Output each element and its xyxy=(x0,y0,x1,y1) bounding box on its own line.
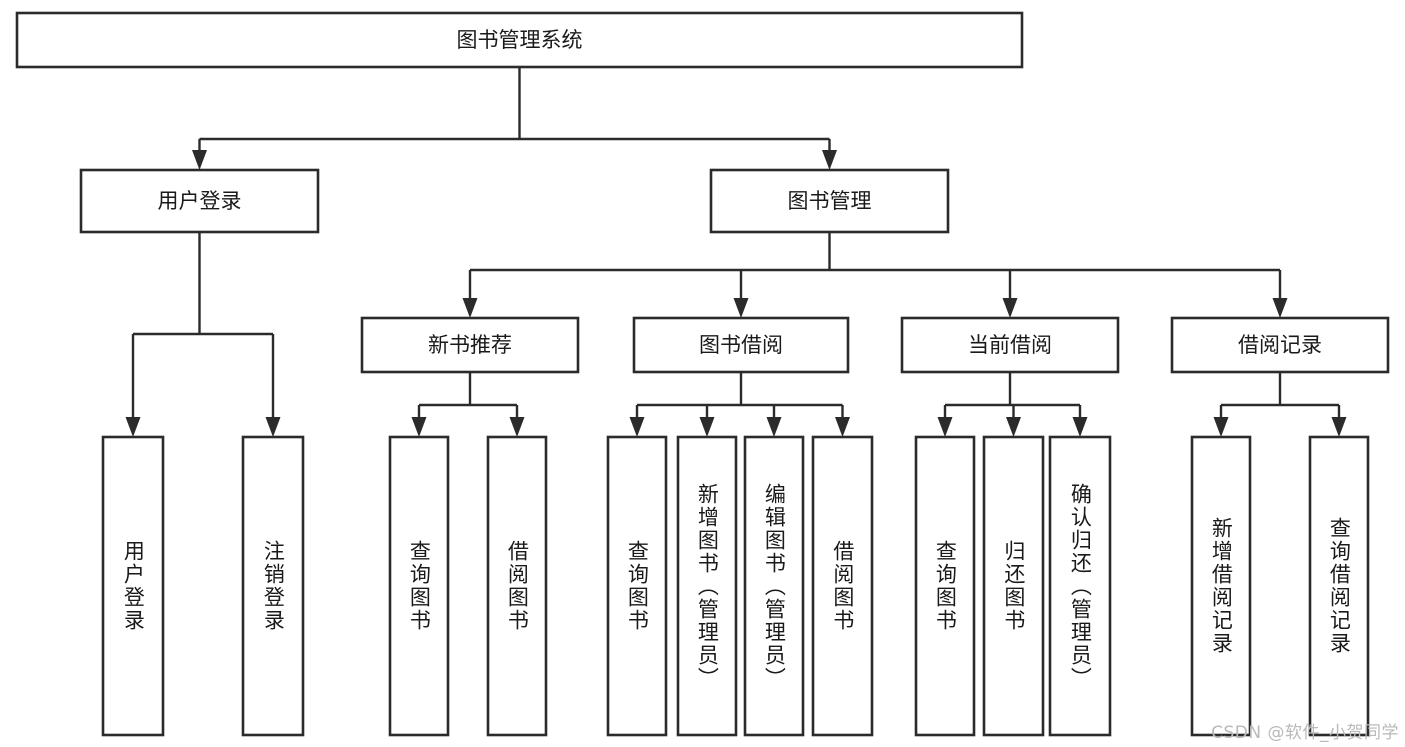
leaf-box-leaf-query-book-3[interactable] xyxy=(914,435,976,737)
node-leaf-logout[interactable] xyxy=(241,435,305,737)
arrow-head-icon xyxy=(766,417,782,437)
level2-box-user-login[interactable] xyxy=(79,168,320,234)
leaf-box-leaf-add-record[interactable] xyxy=(1190,435,1252,737)
arrow-head-icon xyxy=(699,417,715,437)
level3-label-book-borrow: 图书借阅 xyxy=(699,333,783,357)
arrow-head-icon xyxy=(192,150,207,170)
arrow-head-icon xyxy=(411,417,427,437)
arrow-head-icon xyxy=(937,417,953,437)
leaf-box-leaf-query-record[interactable] xyxy=(1308,435,1370,737)
root-box-root[interactable] xyxy=(15,11,1024,69)
arrow-head-icon xyxy=(462,298,478,318)
arrow-head-icon xyxy=(629,417,645,437)
leaf-box-leaf-edit-book[interactable] xyxy=(743,435,805,737)
node-current-borrow[interactable]: 当前借阅 xyxy=(900,316,1120,374)
node-leaf-return-book[interactable] xyxy=(982,435,1045,737)
arrow-head-icon xyxy=(1213,417,1229,437)
level3-box-current-borrow[interactable] xyxy=(900,316,1120,374)
leaf-box-leaf-add-book[interactable] xyxy=(676,435,738,737)
level2-label-user-login: 用户登录 xyxy=(158,189,242,213)
node-leaf-query-book-2[interactable] xyxy=(606,435,668,737)
arrow-head-icon xyxy=(1072,417,1088,437)
leaf-box-leaf-query-book-1[interactable] xyxy=(388,435,450,737)
node-root[interactable]: 图书管理系统 xyxy=(15,11,1024,69)
level3-label-new-book-rec: 新书推荐 xyxy=(428,333,512,357)
arrow-head-icon xyxy=(1331,417,1347,437)
level3-box-book-borrow[interactable] xyxy=(632,316,850,374)
node-leaf-edit-book[interactable] xyxy=(743,435,805,737)
node-leaf-add-book[interactable] xyxy=(676,435,738,737)
node-leaf-borrow-book-2[interactable] xyxy=(811,435,874,737)
leaf-box-leaf-borrow-book-2[interactable] xyxy=(811,435,874,737)
node-leaf-query-record[interactable] xyxy=(1308,435,1370,737)
leaf-box-leaf-query-book-2[interactable] xyxy=(606,435,668,737)
level3-box-borrow-record[interactable] xyxy=(1170,316,1390,374)
level3-box-new-book-rec[interactable] xyxy=(360,316,580,374)
node-book-manage[interactable]: 图书管理 xyxy=(709,168,950,234)
leaf-box-leaf-user-login[interactable] xyxy=(101,435,165,737)
watermark-text: CSDN @软件_小贺同学 xyxy=(1211,723,1399,743)
node-book-borrow[interactable]: 图书借阅 xyxy=(632,316,850,374)
arrow-head-icon xyxy=(125,417,141,437)
arrow-head-icon xyxy=(835,417,850,437)
node-leaf-borrow-book-1[interactable] xyxy=(486,435,548,737)
arrow-head-icon xyxy=(265,417,281,437)
leaf-box-leaf-return-book[interactable] xyxy=(982,435,1045,737)
arrow-head-icon xyxy=(1002,298,1018,318)
connectors-layer xyxy=(125,67,1347,437)
node-borrow-record[interactable]: 借阅记录 xyxy=(1170,316,1390,374)
node-leaf-query-book-1[interactable] xyxy=(388,435,450,737)
leaf-box-leaf-confirm-return[interactable] xyxy=(1048,435,1112,737)
level3-label-current-borrow: 当前借阅 xyxy=(968,333,1052,357)
root-label-root: 图书管理系统 xyxy=(457,28,583,52)
node-leaf-query-book-3[interactable] xyxy=(914,435,976,737)
leaf-box-leaf-logout[interactable] xyxy=(241,435,305,737)
arrow-head-icon xyxy=(822,150,837,170)
arrow-head-icon xyxy=(733,298,749,318)
node-leaf-add-record[interactable] xyxy=(1190,435,1252,737)
level2-label-book-manage: 图书管理 xyxy=(788,189,872,213)
node-leaf-confirm-return[interactable] xyxy=(1048,435,1112,737)
level3-label-borrow-record: 借阅记录 xyxy=(1238,333,1322,357)
node-new-book-rec[interactable]: 新书推荐 xyxy=(360,316,580,374)
node-user-login[interactable]: 用户登录 xyxy=(79,168,320,234)
node-leaf-user-login[interactable] xyxy=(101,435,165,737)
leaf-box-leaf-borrow-book-1[interactable] xyxy=(486,435,548,737)
level2-box-book-manage[interactable] xyxy=(709,168,950,234)
arrow-head-icon xyxy=(509,417,525,437)
arrow-head-icon xyxy=(1272,298,1288,318)
arrow-head-icon xyxy=(1006,417,1021,437)
